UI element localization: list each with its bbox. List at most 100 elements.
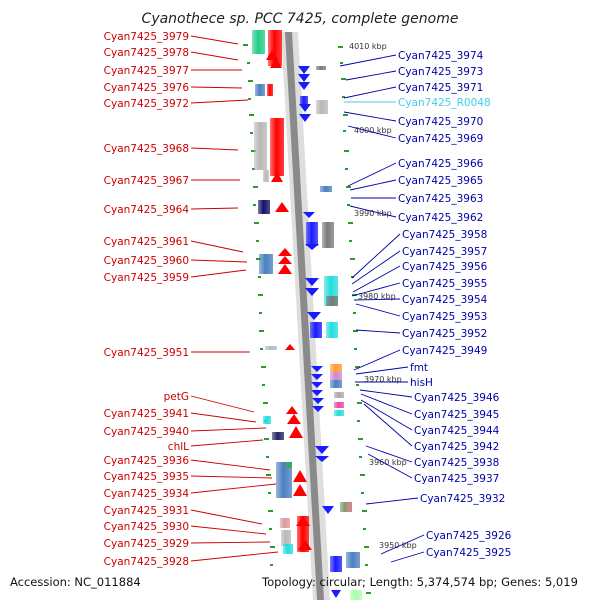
gene-label-cyan7425-3956[interactable]: Cyan7425_3956 xyxy=(402,261,488,273)
gene-label-cyan7425-3937[interactable]: Cyan7425_3937 xyxy=(414,473,499,485)
right-leader-lines xyxy=(339,54,425,563)
gene-label-cyan7425-3976[interactable]: Cyan7425_3976 xyxy=(104,82,190,94)
leader-line xyxy=(351,250,401,285)
gene-label-cyan7425-3945[interactable]: Cyan7425_3945 xyxy=(414,409,499,421)
tick-mark xyxy=(346,186,351,188)
tick-mark xyxy=(338,46,343,48)
gene-label-cyan7425-3957[interactable]: Cyan7425_3957 xyxy=(402,246,487,258)
leader-line xyxy=(190,412,257,423)
gene-label-cyan7425-3940[interactable]: Cyan7425_3940 xyxy=(104,426,189,438)
gene-label-cyan7425-3951[interactable]: Cyan7425_3951 xyxy=(104,347,189,359)
gene-label-cyan7425-3959[interactable]: Cyan7425_3959 xyxy=(104,272,189,284)
gene-label-cyan7425-3931[interactable]: Cyan7425_3931 xyxy=(104,505,189,517)
gene-label-cyan7425-3970[interactable]: Cyan7425_3970 xyxy=(398,116,483,128)
leader-line xyxy=(190,99,249,104)
gene-label-chll[interactable]: chlL xyxy=(168,441,189,453)
gene-arrow-down xyxy=(307,312,321,320)
tick-mark xyxy=(258,276,261,278)
gene-block xyxy=(334,402,344,408)
tick-mark xyxy=(251,150,256,152)
gene-label-cyan7425-3974[interactable]: Cyan7425_3974 xyxy=(398,50,484,62)
tick-mark xyxy=(355,366,360,368)
gene-label-cyan7425-3936[interactable]: Cyan7425_3936 xyxy=(104,455,190,467)
gene-arrow-down xyxy=(299,114,311,122)
gene-label-cyan7425-3935[interactable]: Cyan7425_3935 xyxy=(104,471,189,483)
gene-block xyxy=(334,392,344,398)
gene-label-hish[interactable]: hisH xyxy=(410,377,433,389)
gene-label-cyan7425-3962[interactable]: Cyan7425_3962 xyxy=(398,212,483,224)
gene-block-grey xyxy=(254,122,267,170)
gene-block xyxy=(346,502,352,512)
gene-block xyxy=(346,552,360,568)
gene-block xyxy=(263,170,269,182)
left-gene-labels: Cyan7425_3979Cyan7425_3978Cyan7425_3977C… xyxy=(104,31,190,568)
tick-mark xyxy=(261,366,266,368)
tick-mark xyxy=(259,312,262,314)
gene-label-cyan7425-3977[interactable]: Cyan7425_3977 xyxy=(104,65,189,77)
leader-line xyxy=(190,35,239,45)
gene-block xyxy=(330,556,342,572)
tick-mark xyxy=(365,564,368,566)
gene-label-cyan7425-3965[interactable]: Cyan7425_3965 xyxy=(398,175,483,187)
gene-label-cyan7425-3928[interactable]: Cyan7425_3928 xyxy=(104,556,189,568)
gene-label-cyan7425-3930[interactable]: Cyan7425_3930 xyxy=(104,521,189,533)
tick-mark xyxy=(256,258,261,260)
gene-label-cyan7425-3961[interactable]: Cyan7425_3961 xyxy=(104,236,189,248)
gene-label-cyan7425-3966[interactable]: Cyan7425_3966 xyxy=(398,158,484,170)
gene-label-cyan7425-3960[interactable]: Cyan7425_3960 xyxy=(104,255,189,267)
gene-label-cyan7425-3925[interactable]: Cyan7425_3925 xyxy=(426,547,511,559)
gene-block xyxy=(267,84,273,96)
gene-label-cyan7425-3954[interactable]: Cyan7425_3954 xyxy=(402,294,488,306)
gene-label-cyan7425-3946[interactable]: Cyan7425_3946 xyxy=(414,392,500,404)
gene-arrow-down xyxy=(315,456,329,462)
gene-label-cyan7425-3958[interactable]: Cyan7425_3958 xyxy=(402,229,487,241)
tick-mark xyxy=(353,312,356,314)
gene-label-cyan7425-3955[interactable]: Cyan7425_3955 xyxy=(402,278,487,290)
gene-label-cyan7425-3973[interactable]: Cyan7425_3973 xyxy=(398,66,483,78)
tick-mark xyxy=(357,420,360,422)
leader-line xyxy=(190,483,277,494)
tick-mark xyxy=(262,384,265,386)
gene-arrow-down xyxy=(303,212,315,218)
backbone-line xyxy=(285,32,324,600)
gene-label-cyan7425-3926[interactable]: Cyan7425_3926 xyxy=(426,530,512,542)
gene-glyphs xyxy=(252,30,362,600)
gene-label-cyan7425-3952[interactable]: Cyan7425_3952 xyxy=(402,328,487,340)
gene-block-red xyxy=(270,118,284,176)
leader-line xyxy=(190,51,239,61)
gene-label-cyan7425-3941[interactable]: Cyan7425_3941 xyxy=(104,408,189,420)
leader-line xyxy=(355,329,401,334)
gene-label-cyan7425-3967[interactable]: Cyan7425_3967 xyxy=(104,175,189,187)
gene-arrow-up xyxy=(275,202,289,212)
gene-block xyxy=(276,462,292,498)
gene-label-cyan7425-3971[interactable]: Cyan7425_3971 xyxy=(398,82,483,94)
gene-label-cyan7425-3953[interactable]: Cyan7425_3953 xyxy=(402,311,487,323)
gene-label-cyan7425-3934[interactable]: Cyan7425_3934 xyxy=(104,488,190,500)
gene-label-cyan7425-3979[interactable]: Cyan7425_3979 xyxy=(104,31,189,43)
gene-label-cyan7425-3929[interactable]: Cyan7425_3929 xyxy=(104,538,189,550)
gene-label-cyan7425-3944[interactable]: Cyan7425_3944 xyxy=(414,425,500,437)
gene-label-cyan7425-3978[interactable]: Cyan7425_3978 xyxy=(104,47,189,59)
tick-mark xyxy=(248,80,253,82)
gene-label-cyan7425-3972[interactable]: Cyan7425_3972 xyxy=(104,98,189,110)
tick-mark xyxy=(354,348,357,350)
gene-label-cyan7425-3968[interactable]: Cyan7425_3968 xyxy=(104,143,189,155)
gene-label-cyan7425-3949[interactable]: Cyan7425_3949 xyxy=(402,345,487,357)
gene-block xyxy=(326,322,338,338)
gene-label-fmt[interactable]: fmt xyxy=(410,362,428,374)
gene-label-cyan7425-r0048[interactable]: Cyan7425_R0048 xyxy=(398,97,491,109)
gene-label-cyan7425-3938[interactable]: Cyan7425_3938 xyxy=(414,457,499,469)
gene-label-petg[interactable]: petG xyxy=(164,391,189,403)
gene-label-cyan7425-3964[interactable]: Cyan7425_3964 xyxy=(104,204,190,216)
tick-mark xyxy=(356,384,359,386)
tick-mark xyxy=(270,546,275,548)
gene-label-cyan7425-3932[interactable]: Cyan7425_3932 xyxy=(420,493,505,505)
gene-label-cyan7425-3942[interactable]: Cyan7425_3942 xyxy=(414,441,499,453)
leader-line xyxy=(190,240,244,253)
gene-block xyxy=(280,518,290,528)
topology-text: Topology: circular; Length: 5,374,574 bp… xyxy=(261,575,578,589)
gene-label-cyan7425-3963[interactable]: Cyan7425_3963 xyxy=(398,193,483,205)
gene-label-cyan7425-3969[interactable]: Cyan7425_3969 xyxy=(398,133,483,145)
green-tick-marks xyxy=(243,44,371,594)
gene-arrow-down xyxy=(305,244,319,250)
